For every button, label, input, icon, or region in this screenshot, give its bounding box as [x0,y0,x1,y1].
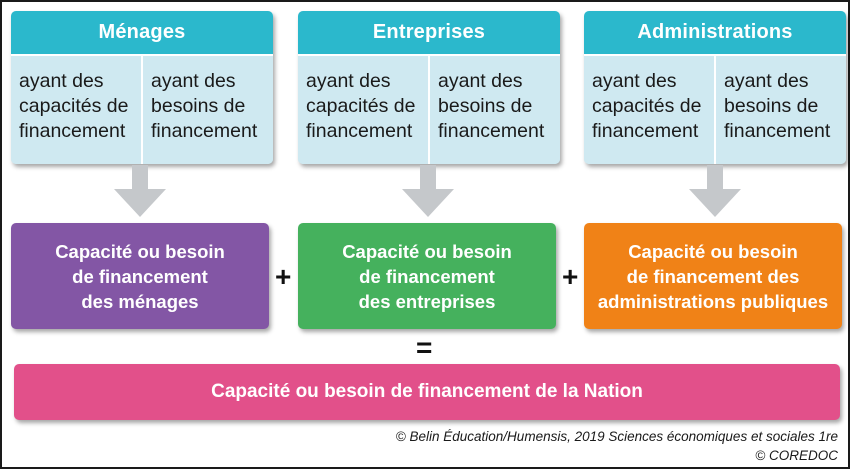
capacity-line: de financement des [626,265,800,287]
credit-coredoc: © COREDOC [755,448,838,463]
text-line: financement [306,120,413,142]
capacity-line: Capacité ou besoin [55,240,225,262]
sector-body: ayant des capacités de financement ayant… [298,54,560,164]
text-line: capacités de [592,95,702,117]
sector-body: ayant des capacités de financement ayant… [584,54,846,164]
text-line: capacités de [19,95,129,117]
equals-sign: = [416,332,433,363]
need-cell: ayant des besoins de financement [141,56,273,164]
arrow-down-icon [402,165,454,217]
capacity-line: Capacité ou besoin [628,240,798,262]
text-line: besoins de [724,95,819,117]
capacity-line: de financement [359,265,495,287]
arrow-down-icon [114,165,166,217]
text-line: ayant des [592,70,677,92]
arrow-down-icon [689,165,741,217]
text-line: besoins de [438,95,533,117]
text-line: ayant des [724,70,809,92]
text-line: besoins de [151,95,246,117]
capacity-line: administrations publiques [597,290,829,312]
text-line: ayant des [438,70,523,92]
need-cell: ayant des besoins de financement [428,56,560,164]
capacity-box-menages: Capacité ou besoin de financement des mé… [11,223,269,329]
plus-sign: + [275,261,292,292]
text-line: financement [151,120,258,142]
sector-title: Administrations [584,11,846,54]
capacity-line: de financement [72,265,208,287]
text-line: ayant des [306,70,391,92]
text-line: ayant des [19,70,104,92]
text-line: ayant des [151,70,236,92]
sector-body: ayant des capacités de financement ayant… [11,54,273,164]
capacity-line: Capacité ou besoin [342,240,512,262]
sector-card-menages: Ménages ayant des capacités de financeme… [11,11,273,164]
sector-title: Ménages [11,11,273,54]
need-cell: ayant des besoins de financement [714,56,846,164]
capacity-line: des ménages [81,290,199,312]
text-line: financement [724,120,831,142]
text-line: financement [19,120,126,142]
sector-title: Entreprises [298,11,560,54]
capacity-cell: ayant des capacités de financement [584,56,714,164]
capacity-cell: ayant des capacités de financement [298,56,428,164]
capacity-line: des entreprises [358,290,496,312]
nation-box: Capacité ou besoin de financement de la … [14,364,840,420]
credit-publisher: © Belin Éducation/Humensis, 2019 Science… [395,429,838,444]
text-line: financement [438,120,545,142]
sector-card-entreprises: Entreprises ayant des capacités de finan… [298,11,560,164]
capacity-box-entreprises: Capacité ou besoin de financement des en… [298,223,556,329]
sector-card-administrations: Administrations ayant des capacités de f… [584,11,846,164]
capacity-cell: ayant des capacités de financement [11,56,141,164]
text-line: financement [592,120,699,142]
capacity-box-administrations: Capacité ou besoin de financement des ad… [584,223,842,329]
text-line: capacités de [306,95,416,117]
plus-sign: + [562,261,579,292]
